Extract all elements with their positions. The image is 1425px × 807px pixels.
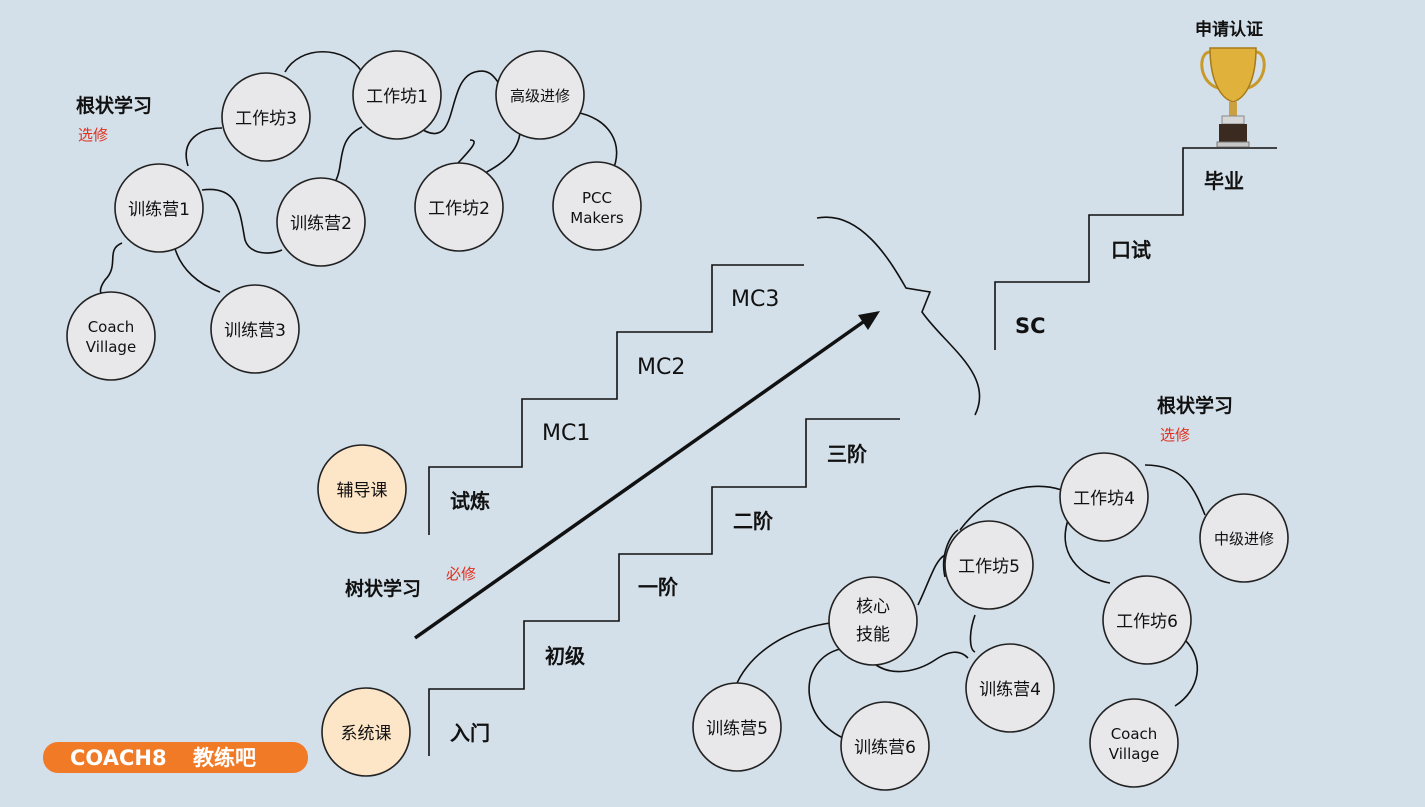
right-step-sc: SC (1015, 314, 1046, 338)
node-pcc-line2: Makers (570, 209, 624, 227)
lower-step-level1: 一阶 (638, 575, 679, 599)
center-required: 必修 (446, 565, 476, 583)
trophy-icon (1200, 47, 1266, 148)
upper-step-mc2: MC2 (637, 355, 685, 380)
node-camp6-label: 训练营6 (854, 738, 916, 758)
node-system-label: 系统课 (341, 724, 392, 744)
node-core-line1: 核心 (856, 597, 890, 617)
node-camp4[interactable]: 训练营4 (965, 643, 1055, 733)
right-step-oral: 口试 (1111, 238, 1151, 262)
node-camp5-label: 训练营5 (706, 719, 768, 739)
node-core-skills[interactable]: 核心 技能 (828, 576, 918, 666)
node-workshop3[interactable]: 工作坊3 (221, 72, 311, 162)
node-camp6[interactable]: 训练营6 (840, 701, 930, 791)
node-workshop1[interactable]: 工作坊1 (352, 50, 442, 140)
node-coach-bottom-line1: Coach (1111, 725, 1158, 743)
node-workshop6[interactable]: 工作坊6 (1102, 575, 1192, 665)
node-coach-bottom-line2: Village (1109, 745, 1159, 763)
bottom-right-vines (734, 464, 1206, 739)
node-tutoring-label: 辅导课 (337, 481, 388, 501)
node-coach-village-bottom[interactable]: Coach Village (1089, 698, 1179, 788)
node-workshop5-label: 工作坊5 (958, 557, 1020, 577)
progress-arrow (413, 311, 880, 640)
bottom-right-elective: 选修 (1160, 426, 1190, 444)
right-step-graduate: 毕业 (1204, 169, 1244, 193)
node-workshop4-label: 工作坊4 (1073, 489, 1135, 509)
center-heading: 树状学习 (345, 577, 421, 600)
upper-step-trial: 试炼 (450, 489, 490, 513)
apply-cert-label: 申请认证 (1195, 19, 1263, 40)
grouping-brace (816, 216, 981, 416)
right-staircase (994, 147, 1277, 350)
node-camp3-label: 训练营3 (224, 321, 286, 341)
coach8-logo: COACH8 教练吧 (43, 742, 308, 773)
node-workshop5[interactable]: 工作坊5 (944, 520, 1034, 610)
node-advanced-label: 高级进修 (510, 87, 570, 105)
upper-step-mc1: MC1 (542, 421, 590, 446)
node-workshop6-label: 工作坊6 (1116, 612, 1178, 632)
bottom-right-heading: 根状学习 (1157, 394, 1233, 417)
lower-staircase (428, 418, 900, 756)
node-advanced[interactable]: 高级进修 (495, 50, 585, 140)
logo-name: 教练吧 (193, 746, 256, 770)
node-intermediate[interactable]: 中级进修 (1199, 493, 1289, 583)
node-camp1-label: 训练营1 (128, 200, 190, 220)
node-workshop1-label: 工作坊1 (366, 87, 428, 107)
upper-step-mc3: MC3 (731, 287, 779, 312)
logo-brand: COACH8 (70, 746, 167, 770)
lower-step-level3: 三阶 (827, 442, 868, 466)
node-workshop3-label: 工作坊3 (235, 109, 297, 129)
node-workshop2[interactable]: 工作坊2 (414, 162, 504, 252)
node-coach-top-line2: Village (86, 338, 136, 356)
node-pcc-line1: PCC (582, 189, 612, 207)
node-camp5[interactable]: 训练营5 (692, 682, 782, 772)
node-pcc-makers[interactable]: PCC Makers (552, 161, 642, 251)
node-camp4-label: 训练营4 (979, 680, 1041, 700)
node-camp3[interactable]: 训练营3 (210, 284, 300, 374)
node-coach-top-line1: Coach (88, 318, 135, 336)
lower-step-entry: 入门 (450, 721, 490, 745)
node-core-line2: 技能 (856, 625, 890, 645)
top-left-elective: 选修 (78, 126, 108, 144)
upper-staircase (428, 264, 804, 535)
node-coach-village-top[interactable]: Coach Village (66, 291, 156, 381)
node-workshop4[interactable]: 工作坊4 (1059, 452, 1149, 542)
node-tutoring[interactable]: 辅导课 (317, 444, 407, 534)
node-camp2[interactable]: 训练营2 (276, 177, 366, 267)
node-intermediate-label: 中级进修 (1214, 530, 1274, 548)
lower-step-level2: 二阶 (733, 509, 774, 533)
node-camp2-label: 训练营2 (290, 214, 352, 234)
node-system[interactable]: 系统课 (321, 687, 411, 777)
node-camp1[interactable]: 训练营1 (114, 163, 204, 253)
node-workshop2-label: 工作坊2 (428, 199, 490, 219)
lower-step-junior: 初级 (545, 644, 585, 668)
top-left-heading: 根状学习 (76, 94, 152, 117)
